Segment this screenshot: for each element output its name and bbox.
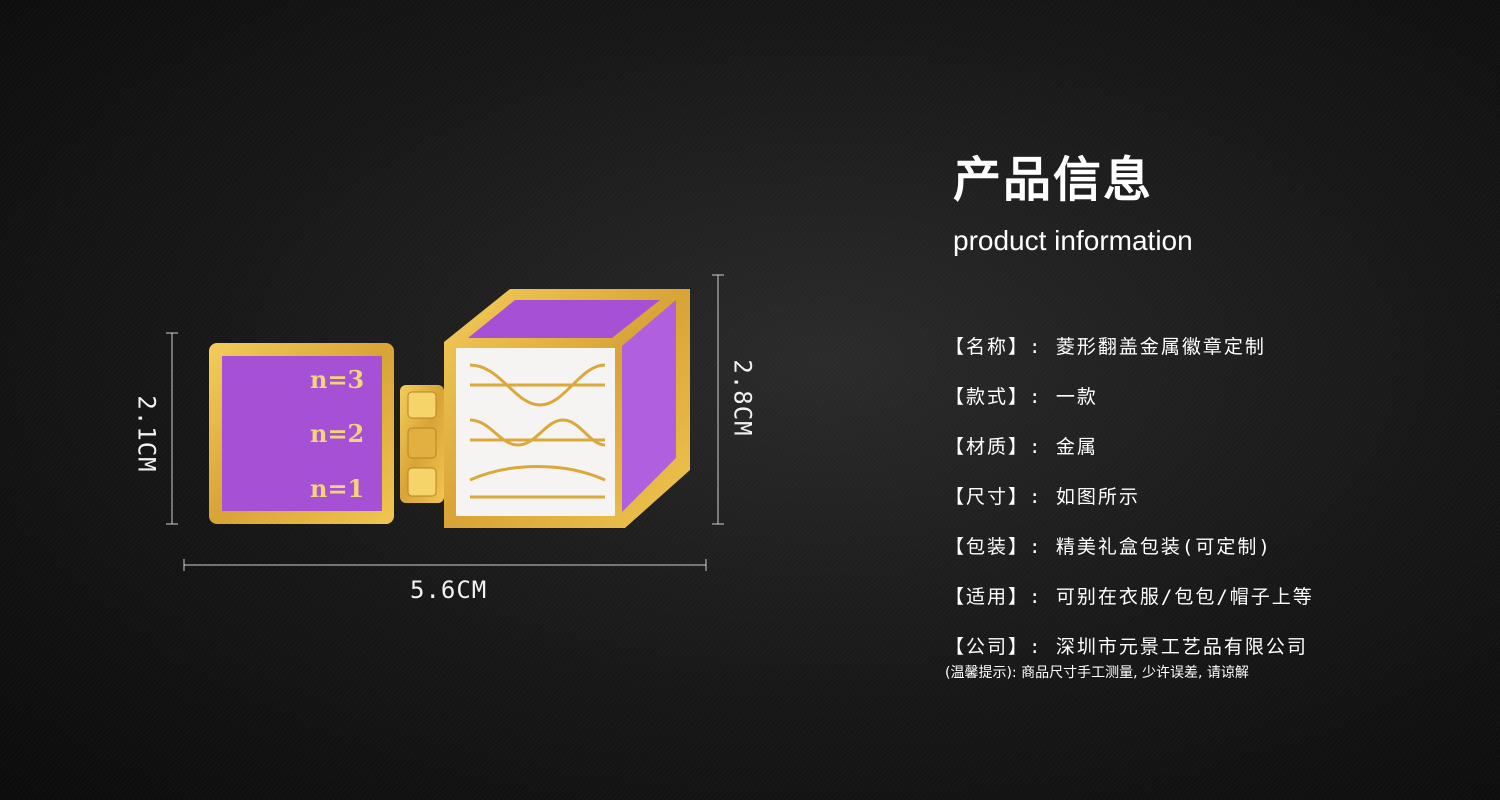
panel-labels: n=3 n=2 n=1	[310, 365, 364, 503]
panel-label: n=2	[310, 419, 364, 448]
dimension-height-right: 2.8CM	[728, 359, 757, 437]
spec-packaging: 【包装】: 精美礼盒包装(可定制)	[945, 536, 1272, 558]
dimension-height-left: 2.1CM	[132, 395, 161, 473]
dimension-lines	[166, 274, 724, 571]
hinge	[400, 385, 444, 503]
info-title: 产品信息	[953, 152, 1154, 208]
cube	[444, 289, 690, 528]
panel-label: n=3	[310, 365, 364, 394]
spec-usage: 【适用】: 可别在衣服/包包/帽子上等	[945, 586, 1314, 608]
tip-note: (温馨提示): 商品尺寸手工测量, 少许误差, 请谅解	[945, 665, 1249, 681]
spec-company: 【公司】: 深圳市元景工艺品有限公司	[945, 636, 1308, 658]
badge-illustration: n=3 n=2 n=1	[166, 274, 724, 571]
spec-material: 【材质】: 金属	[945, 436, 1098, 458]
spec-size: 【尺寸】: 如图所示	[945, 486, 1140, 508]
info-subtitle: product information	[953, 225, 1193, 256]
dimension-width: 5.6CM	[410, 576, 488, 604]
spec-style: 【款式】: 一款	[945, 386, 1098, 408]
spec-name: 【名称】: 菱形翻盖金属徽章定制	[945, 336, 1266, 358]
panel-label: n=1	[310, 474, 364, 503]
product-image-area: n=3 n=2 n=1 2.1CM 2	[132, 274, 757, 604]
left-panel	[209, 343, 394, 524]
